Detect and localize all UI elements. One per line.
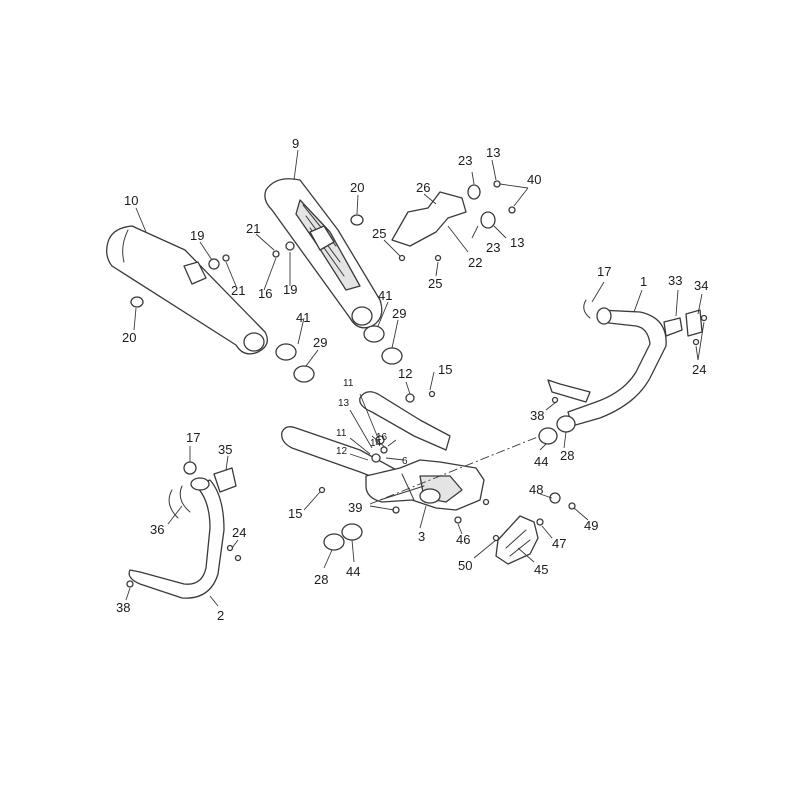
callout-25-upper: 25 bbox=[372, 226, 386, 241]
silencer-clamps-and-gaskets bbox=[275, 325, 403, 383]
callout-35: 35 bbox=[218, 442, 232, 457]
right-header-pipe bbox=[547, 299, 708, 427]
callout-17-left: 17 bbox=[186, 430, 200, 445]
callout-1: 1 bbox=[640, 274, 647, 289]
callout-23-lower: 23 bbox=[486, 240, 500, 255]
heat-shield bbox=[454, 492, 576, 565]
callout-44-left: 44 bbox=[346, 564, 360, 579]
collector-clamps-and-gaskets bbox=[323, 415, 576, 551]
callout-11-upper: 11 bbox=[343, 378, 354, 389]
callout-45: 45 bbox=[534, 562, 548, 577]
callout-28-left: 28 bbox=[314, 572, 328, 587]
callout-leader-lines bbox=[125, 149, 705, 607]
callout-25-lower: 25 bbox=[428, 276, 442, 291]
callout-29-left: 29 bbox=[313, 335, 327, 350]
callout-46: 46 bbox=[456, 532, 470, 547]
callout-49: 49 bbox=[584, 518, 598, 533]
callout-22: 22 bbox=[468, 255, 482, 270]
callout-11-lower: 11 bbox=[336, 428, 347, 439]
callout-34: 34 bbox=[694, 278, 708, 293]
callout-20-left: 20 bbox=[122, 330, 136, 345]
callout-28-right: 28 bbox=[560, 448, 574, 463]
left-header-pipe bbox=[126, 461, 242, 599]
callout-50: 50 bbox=[458, 558, 472, 573]
callout-20-right: 20 bbox=[350, 180, 364, 195]
callout-13-top: 13 bbox=[486, 145, 500, 160]
callout-26: 26 bbox=[416, 180, 430, 195]
callout-6: 6 bbox=[402, 456, 408, 467]
callout-21-upper: 21 bbox=[246, 221, 260, 236]
callout-48: 48 bbox=[529, 482, 543, 497]
callout-13-right: 13 bbox=[510, 235, 524, 250]
callout-2: 2 bbox=[217, 608, 224, 623]
callout-21-lower: 21 bbox=[231, 283, 245, 298]
assembly-centre-line bbox=[369, 435, 541, 505]
left-silencer bbox=[106, 225, 268, 355]
callout-33: 33 bbox=[668, 273, 682, 288]
callout-16-silencer: 16 bbox=[258, 286, 272, 301]
callout-44-right: 44 bbox=[534, 454, 548, 469]
callout-15-upper: 15 bbox=[438, 362, 452, 377]
callout-19-right: 19 bbox=[283, 282, 297, 297]
callout-41-right: 41 bbox=[378, 288, 392, 303]
callout-12-upper: 12 bbox=[398, 366, 412, 381]
callout-12-lower: 12 bbox=[336, 446, 348, 457]
callout-23-upper: 23 bbox=[458, 153, 472, 168]
callout-41-left: 41 bbox=[296, 310, 310, 325]
callout-19-left: 19 bbox=[190, 228, 204, 243]
callout-38-left: 38 bbox=[116, 600, 130, 615]
right-silencer bbox=[264, 178, 383, 329]
callout-47: 47 bbox=[552, 536, 566, 551]
callout-labels: 1 2 3 6 9 10 11 11 12 12 13 13 13 14 15 … bbox=[116, 136, 708, 623]
callout-10: 10 bbox=[124, 193, 138, 208]
callout-17-right: 17 bbox=[597, 264, 611, 279]
callout-14: 14 bbox=[370, 438, 382, 449]
callout-39: 39 bbox=[348, 500, 362, 515]
callout-24-right: 24 bbox=[692, 362, 706, 377]
callout-38-right: 38 bbox=[530, 408, 544, 423]
callout-16-collector: 16 bbox=[376, 432, 388, 443]
callout-13-collector: 13 bbox=[338, 398, 350, 409]
hanger-bracket bbox=[208, 180, 516, 270]
callout-24-left: 24 bbox=[232, 525, 246, 540]
callout-36: 36 bbox=[150, 522, 164, 537]
callout-29-right: 29 bbox=[392, 306, 406, 321]
callout-3: 3 bbox=[418, 529, 425, 544]
collector-assembly bbox=[281, 390, 485, 514]
callout-40: 40 bbox=[527, 172, 541, 187]
callout-15-lower: 15 bbox=[288, 506, 302, 521]
callout-9: 9 bbox=[292, 136, 299, 151]
